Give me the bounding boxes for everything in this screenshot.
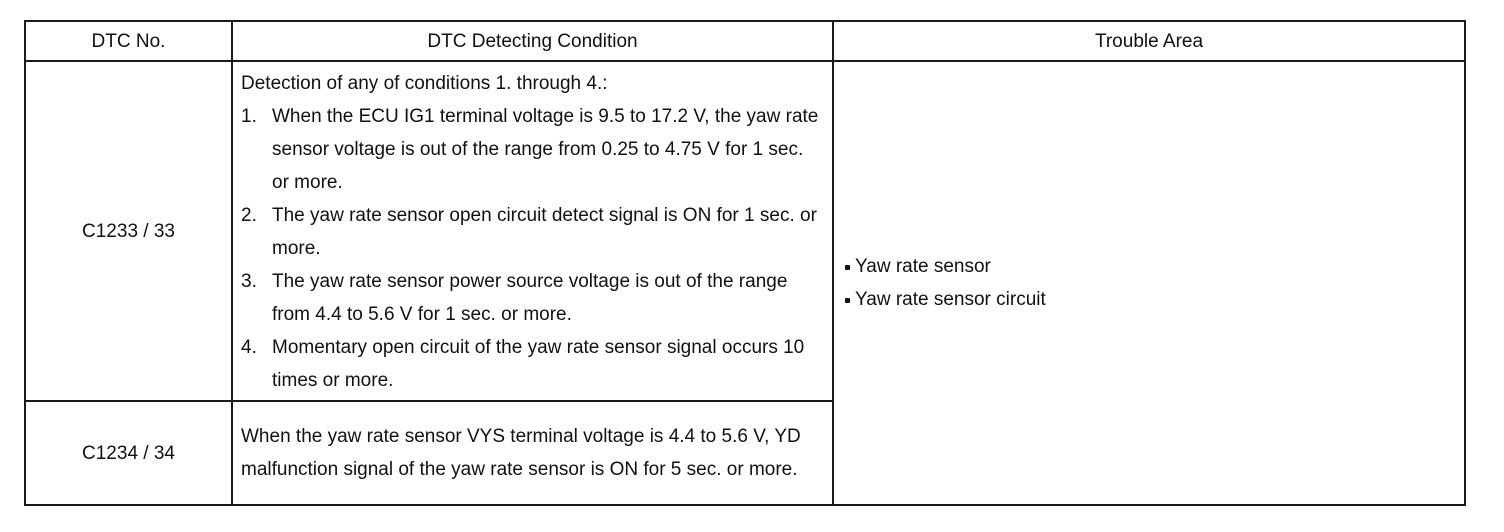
trouble-area-item: Yaw rate sensor (844, 250, 1454, 283)
dtc-code: C1234 / 34 (24, 400, 233, 506)
trouble-area: Yaw rate sensor Yaw rate sensor circuit (832, 60, 1466, 506)
trouble-area-item: Yaw rate sensor circuit (844, 283, 1454, 316)
condition-item: 2. The yaw rate sensor open circuit dete… (241, 199, 824, 265)
condition-number: 4. (241, 337, 257, 358)
detecting-condition: When the yaw rate sensor VYS terminal vo… (231, 400, 834, 506)
header-row: DTC No. DTC Detecting Condition Trouble … (24, 20, 1466, 62)
condition-item: 1. When the ECU IG1 terminal voltage is … (241, 100, 824, 199)
condition-text: Momentary open circuit of the yaw rate s… (272, 337, 805, 391)
condition-list: 1. When the ECU IG1 terminal voltage is … (241, 100, 824, 397)
dtc-table: DTC No. DTC Detecting Condition Trouble … (24, 20, 1466, 506)
condition-text: When the ECU IG1 terminal voltage is 9.5… (272, 106, 819, 193)
condition-text: The yaw rate sensor power source voltage… (272, 271, 788, 325)
condition-text: The yaw rate sensor open circuit detect … (272, 205, 817, 259)
dtc-code: C1233 / 33 (24, 60, 233, 402)
table-row: C1233 / 33 Detection of any of condition… (24, 60, 1466, 506)
condition-item: 3. The yaw rate sensor power source volt… (241, 265, 824, 331)
condition-item: 4. Momentary open circuit of the yaw rat… (241, 331, 824, 397)
condition-number: 1. (241, 106, 257, 127)
header-detecting-condition: DTC Detecting Condition (231, 20, 834, 62)
condition-number: 2. (241, 205, 257, 226)
condition-number: 3. (241, 271, 257, 292)
detecting-condition: Detection of any of conditions 1. throug… (231, 60, 834, 402)
trouble-area-list: Yaw rate sensor Yaw rate sensor circuit (844, 250, 1454, 316)
header-dtc-no: DTC No. (24, 20, 233, 62)
table-row: C1234 / 34 When the yaw rate sensor VYS … (24, 400, 1465, 506)
condition-intro: Detection of any of conditions 1. throug… (241, 73, 608, 94)
header-trouble-area: Trouble Area (832, 20, 1466, 62)
